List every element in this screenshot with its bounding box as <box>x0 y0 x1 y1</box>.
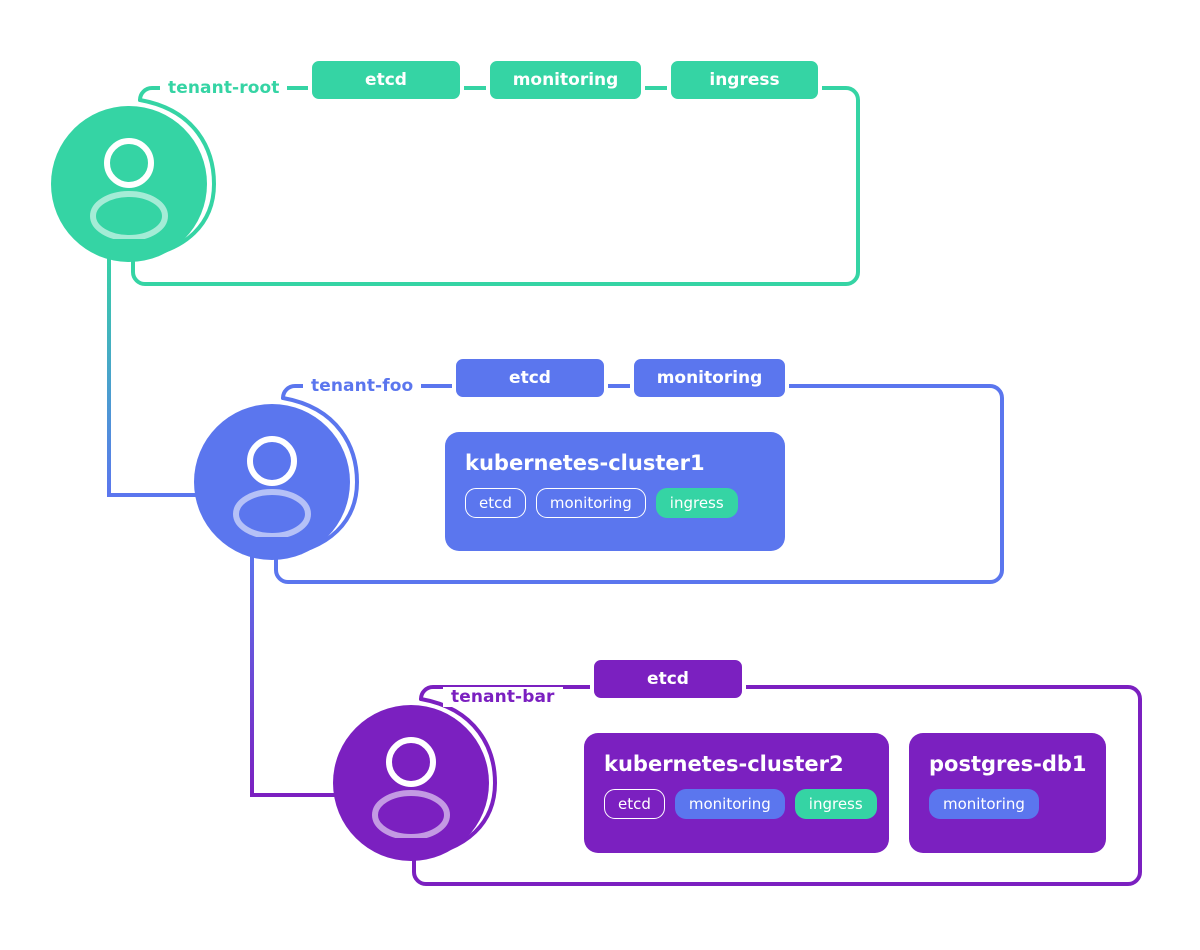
tenant-bar-avatar[interactable] <box>333 705 489 861</box>
card-title: kubernetes-cluster2 <box>604 752 844 776</box>
tenant-root-label: tenant-root <box>160 78 288 98</box>
chip-ingress[interactable]: ingress <box>794 789 877 819</box>
user-avatar-icon <box>233 436 311 537</box>
tenant-foo-avatar[interactable] <box>194 404 350 560</box>
tenant-root-badge-monitoring[interactable]: monitoring <box>486 57 645 103</box>
chip-etcd[interactable]: etcd <box>465 488 526 518</box>
chip-monitoring[interactable]: monitoring <box>929 789 1039 819</box>
card-postgres-db1[interactable]: postgres-db1 monitoring <box>909 733 1106 853</box>
chip-etcd[interactable]: etcd <box>604 789 665 819</box>
card-kubernetes-cluster2[interactable]: kubernetes-cluster2 etcd monitoring ingr… <box>584 733 889 853</box>
user-avatar-icon <box>372 737 450 838</box>
tenant-bar-badge-etcd[interactable]: etcd <box>590 656 746 702</box>
chip-ingress[interactable]: ingress <box>655 488 738 518</box>
tenant-root-container <box>131 86 860 286</box>
card-title: postgres-db1 <box>929 752 1087 776</box>
card-chip-list: etcd monitoring ingress <box>465 488 765 518</box>
tenant-root-avatar[interactable] <box>51 106 207 262</box>
user-avatar-icon <box>90 138 168 239</box>
tenant-root-badge-ingress[interactable]: ingress <box>667 57 822 103</box>
connector-root-to-foo <box>107 250 210 497</box>
tenant-foo-badge-monitoring[interactable]: monitoring <box>630 355 789 401</box>
tenant-foo-label: tenant-foo <box>303 376 422 396</box>
chip-monitoring[interactable]: monitoring <box>535 488 646 518</box>
tenant-foo-badge-etcd[interactable]: etcd <box>452 355 608 401</box>
card-title: kubernetes-cluster1 <box>465 451 705 475</box>
connector-foo-to-bar <box>250 550 348 797</box>
card-chip-list: etcd monitoring ingress <box>604 789 877 819</box>
tenant-root-badge-etcd[interactable]: etcd <box>308 57 464 103</box>
chip-monitoring[interactable]: monitoring <box>674 789 785 819</box>
tenant-bar-label: tenant-bar <box>443 687 563 707</box>
card-chip-list: monitoring <box>929 789 1086 819</box>
card-kubernetes-cluster1[interactable]: kubernetes-cluster1 etcd monitoring ingr… <box>445 432 785 551</box>
